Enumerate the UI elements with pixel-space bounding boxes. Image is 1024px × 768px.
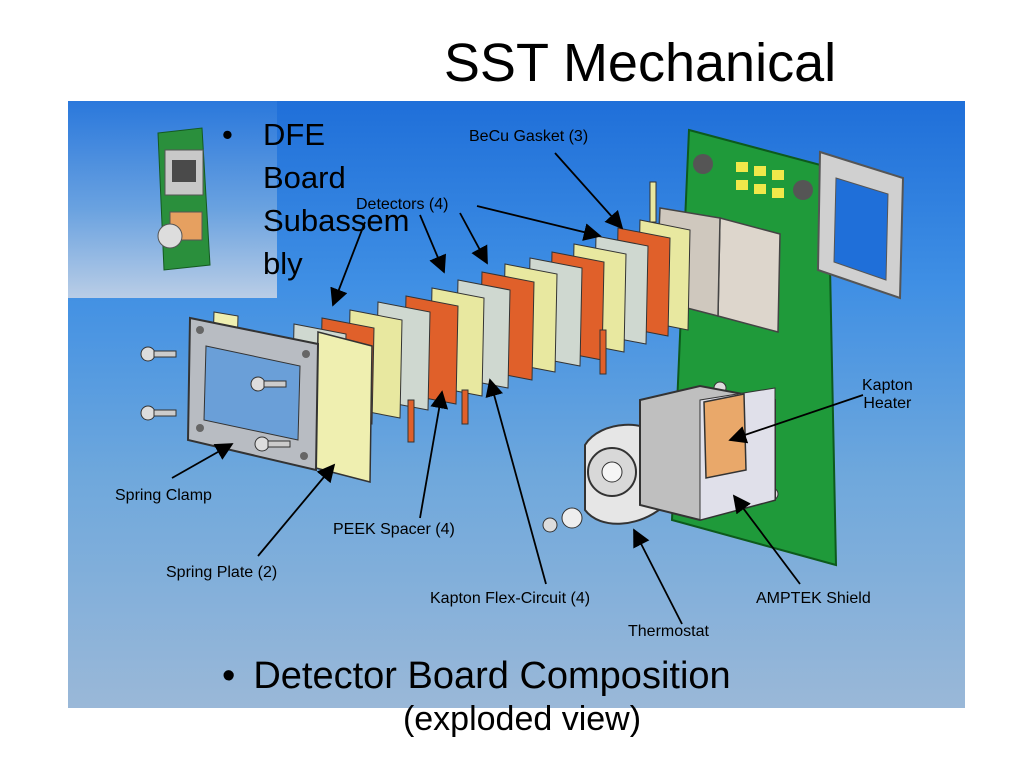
callout-lines — [171, 152, 864, 625]
label-amptek-shield: AMPTEK Shield — [756, 590, 871, 607]
bullet-marker: • — [222, 117, 233, 152]
bullet-text-detector-board: Detector Board Composition — [253, 655, 731, 697]
label-becu-gasket: BeCu Gasket (3) — [469, 128, 589, 145]
label-kapton-heater: Kapton Heater — [862, 377, 913, 412]
kapton-heater — [703, 393, 747, 479]
label-thermostat: Thermostat — [628, 623, 709, 640]
dfe-board-thumbnail — [157, 127, 211, 271]
bullet-detector-board: • Detector Board Composition — [222, 657, 731, 695]
label-peek-spacer: PEEK Spacer (4) — [333, 521, 455, 538]
label-spring-plate: Spring Plate (2) — [166, 564, 278, 581]
bullet-text-dfe-board: DFE Board Subassem bly — [263, 117, 410, 281]
slide-title: SST Mechanical — [443, 33, 837, 93]
rear-frame — [816, 150, 905, 300]
label-spring-clamp: Spring Clamp — [115, 487, 212, 504]
spring-clamp — [186, 316, 320, 472]
label-kapton-flex-circuit: Kapton Flex-Circuit (4) — [430, 590, 591, 607]
bullet-marker: • — [222, 655, 236, 697]
bullet-subtext: (exploded view) — [402, 700, 642, 738]
label-detectors: Detectors (4) — [356, 196, 449, 213]
